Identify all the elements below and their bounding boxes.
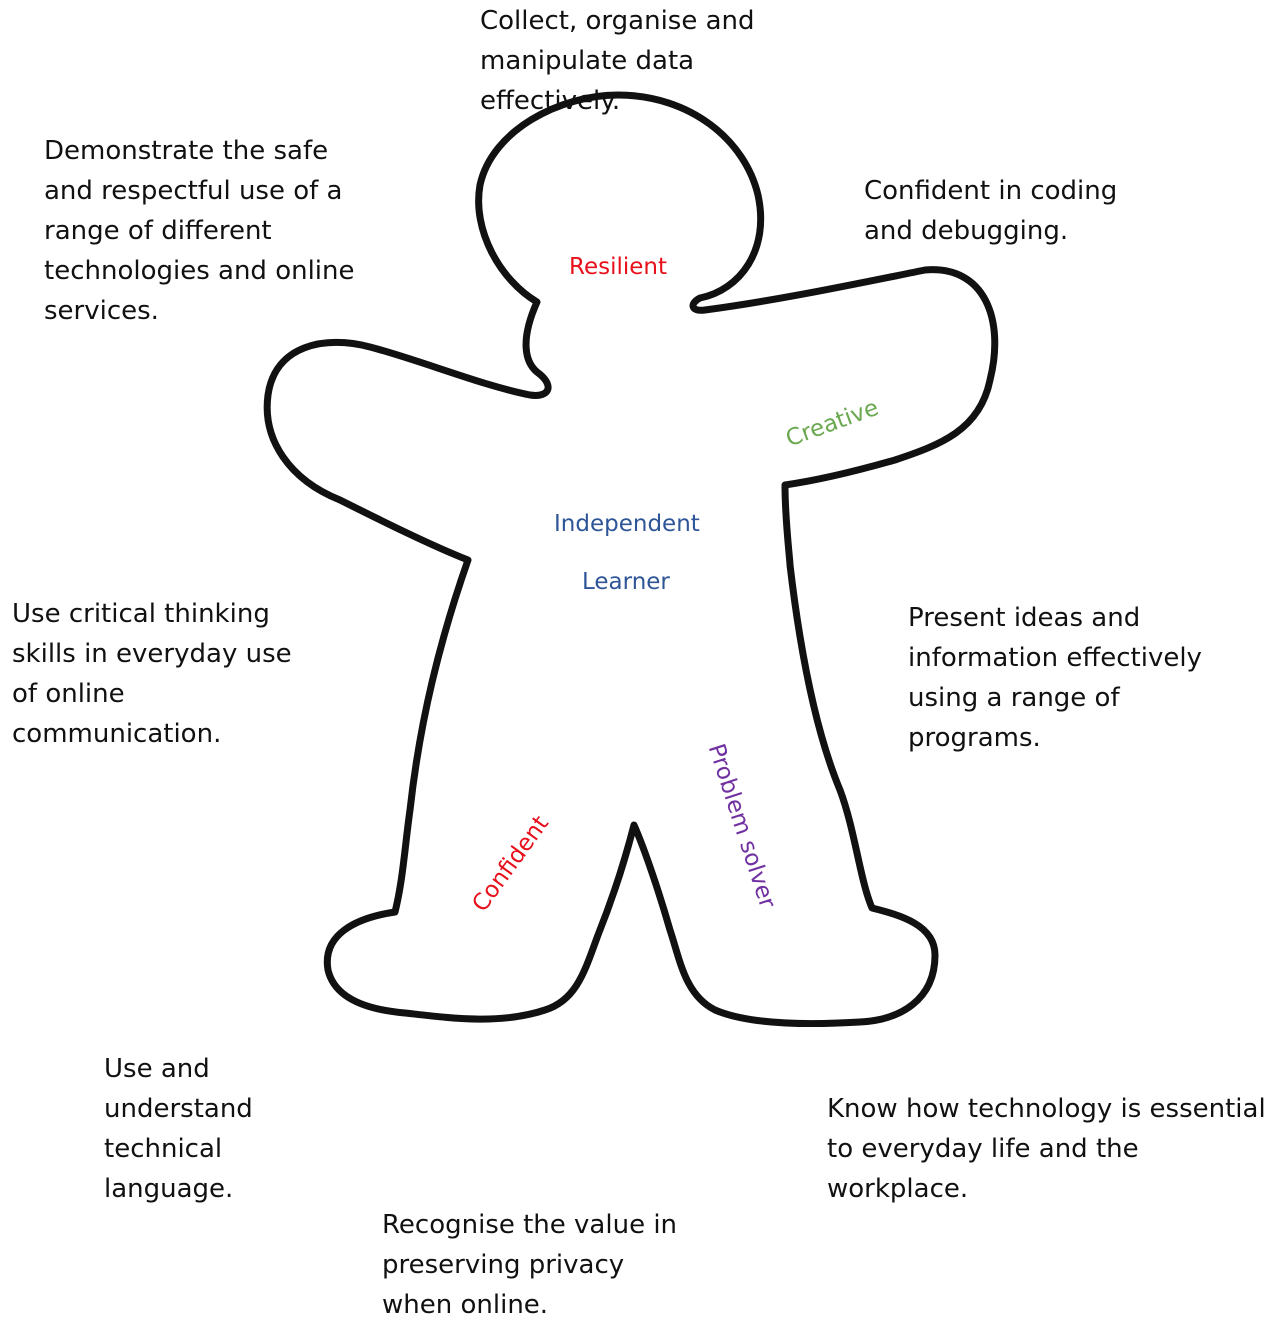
trait-independent: Independent: [554, 511, 700, 537]
figure-outline-path: [263, 91, 999, 1028]
skill-privacy: Recognise the value in preserving privac…: [382, 1210, 678, 1320]
skill-critical-thinking: Use critical thinking skills in everyday…: [12, 599, 292, 749]
skill-technical-language: Use and understand technical language.: [104, 1054, 253, 1204]
skill-safe-use: Demonstrate the safe and respectful use …: [44, 136, 355, 326]
trait-learner: Learner: [582, 569, 670, 595]
trait-resilient: Resilient: [569, 254, 667, 280]
skill-technology-workplace: Know how technology is essential to ever…: [827, 1094, 1266, 1204]
skill-coding: Confident in coding and debugging.: [864, 176, 1118, 246]
skill-present-ideas: Present ideas and information effectivel…: [908, 603, 1202, 753]
skill-collect-data: Collect, organise and manipulate data ef…: [480, 6, 755, 116]
